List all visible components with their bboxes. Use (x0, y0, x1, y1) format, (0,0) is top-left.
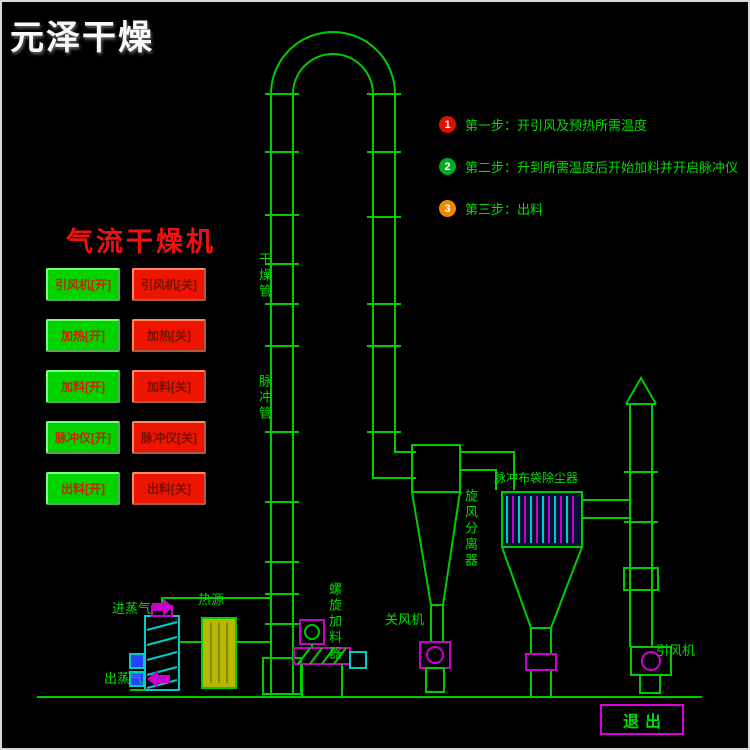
exhaust-arrow-icon (625, 375, 657, 405)
discharge-off-button[interactable]: 出料[关] (132, 472, 206, 505)
step-1-text: 第一步：开引风及预热所需温度 (465, 118, 648, 133)
step-2-text: 第二步：升到所需温度后开始加料并开启脉冲仪 (465, 160, 739, 175)
on-button-column: 引风机[开] 加热[开] 加料[开] 脉冲仪[开] 出料[开] (46, 268, 120, 505)
label-steam-in: 进蒸气 (112, 601, 152, 616)
step-3-text: 第三步：出料 (465, 202, 544, 217)
label-dust-collector: 脉冲布袋除尘器 (494, 471, 579, 485)
cyclone-separator (411, 444, 515, 642)
heat-source-furnace (201, 617, 237, 689)
step-1: 1 第一步：开引风及预热所需温度 (439, 115, 738, 134)
label-heat-source: 热源 (198, 592, 225, 607)
steps-legend: 1 第一步：开引风及预热所需温度 2 第二步：升到所需温度后开始加料并开启脉冲仪… (439, 115, 738, 241)
steam-heater (129, 605, 180, 691)
pulse-off-button[interactable]: 脉冲仪[关] (132, 421, 206, 454)
fan-on-button[interactable]: 引风机[开] (46, 268, 120, 301)
heat-off-button[interactable]: 加热[关] (132, 319, 206, 352)
rotary-valve (419, 641, 451, 693)
feed-on-button[interactable]: 加料[开] (46, 370, 120, 403)
screw-feeder-assembly (293, 619, 367, 696)
pulse-on-button[interactable]: 脉冲仪[开] (46, 421, 120, 454)
label-pulse-pipe: 脉冲管 (257, 374, 272, 422)
steam-in-arrow-icon (152, 598, 173, 616)
feed-off-button[interactable]: 加料[关] (132, 370, 206, 403)
page-title: 气流干燥机 (66, 227, 216, 257)
watermark: 元泽干燥 (10, 20, 154, 57)
label-screw-feeder: 螺旋加料器 (327, 582, 342, 662)
step-2-badge: 2 (439, 158, 456, 175)
label-rotary-valve: 关风机 (385, 612, 425, 627)
filter-bags (506, 496, 574, 543)
steam-out-arrow-icon (147, 670, 170, 688)
label-steam-out: 出蒸气 (104, 671, 144, 686)
drying-duct (262, 31, 416, 695)
step-3-badge: 3 (439, 200, 456, 217)
label-cyclone: 旋风分离器 (463, 489, 478, 569)
discharge-on-button[interactable]: 出料[开] (46, 472, 120, 505)
fan-off-button[interactable]: 引风机[关] (132, 268, 206, 301)
step-3: 3 第三步：出料 (439, 199, 738, 218)
dust-collector-valve (525, 653, 557, 671)
off-button-column: 引风机[关] 加热[关] 加料[关] 脉冲仪[关] 出料[关] (132, 268, 206, 505)
exit-button[interactable]: 退出 (600, 704, 684, 735)
label-drying-pipe: 干燥管 (257, 252, 272, 300)
step-2: 2 第二步：升到所需温度后开始加料并开启脉冲仪 (439, 157, 738, 176)
exhaust-stack (623, 375, 659, 647)
induced-draft-fan (630, 646, 672, 694)
step-1-badge: 1 (439, 116, 456, 133)
label-induced-draft-fan: 引风机 (656, 643, 696, 658)
heat-on-button[interactable]: 加热[开] (46, 319, 120, 352)
